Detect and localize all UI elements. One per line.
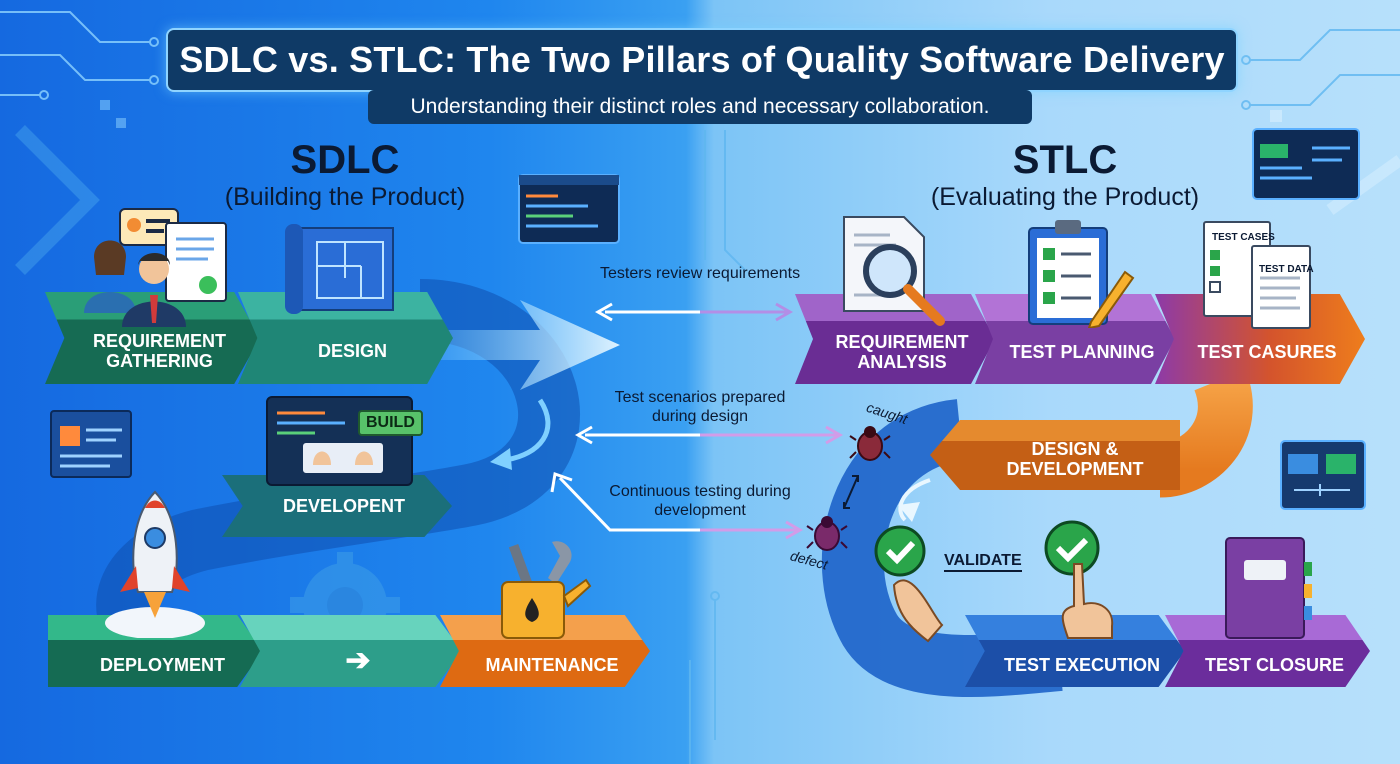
sdlc-heading: SDLC (Building the Product) xyxy=(215,138,475,212)
stage-requirement-gathering: REQUIREMENT GATHERING xyxy=(45,292,260,384)
stage-label: DEPLOYMENT xyxy=(99,655,225,675)
magnifier-document-icon xyxy=(843,216,945,326)
stage-label: DESIGN xyxy=(317,341,387,361)
stage-label: MAINTENANCE xyxy=(485,655,619,675)
connection-arrows xyxy=(550,302,844,540)
browser-window-icon xyxy=(50,410,132,478)
connection-label-continuous: Continuous testing during development xyxy=(609,483,791,519)
test-cases-label: TEST CASES xyxy=(1212,232,1275,243)
stage-label: TEST EXECUTION xyxy=(1003,655,1160,675)
finger-checkmark-icon xyxy=(1044,520,1114,639)
build-badge: BUILD xyxy=(358,410,423,436)
rocket-icon xyxy=(105,490,205,638)
stage-test-planning: TEST PLANNING xyxy=(975,294,1175,384)
stage-maintenance: MAINTENANCE xyxy=(440,615,650,687)
oil-can-tools-icon xyxy=(501,541,592,639)
code-window-icon xyxy=(518,174,620,244)
stage-label: REQUIREMENT ANALYSIS xyxy=(835,332,969,372)
right-arrow-icon: ➔ xyxy=(345,644,371,677)
stage-label: DESIGN & DEVELOPMENT xyxy=(1006,439,1144,479)
stage-label: TEST CLOSURE xyxy=(1204,655,1344,675)
stlc-subtitle: (Evaluating the Product) xyxy=(930,183,1200,211)
closure-book-icon xyxy=(1225,537,1312,639)
stlc-title: STLC xyxy=(1012,138,1118,182)
page-title: SDLC vs. STLC: The Two Pillars of Qualit… xyxy=(179,39,1225,80)
stage-label: TEST PLANNING xyxy=(1009,342,1155,362)
sdlc-subtitle: (Building the Product) xyxy=(224,183,466,211)
stlc-heading: STLC (Evaluating the Product) xyxy=(930,138,1200,212)
stage-label: TEST CASURES xyxy=(1197,342,1337,362)
stage-deployment: DEPLOYMENT xyxy=(48,615,263,687)
test-data-label: TEST DATA xyxy=(1259,264,1314,275)
subtitle-banner: Understanding their distinct roles and n… xyxy=(368,90,1032,124)
stage-transition-arrow: ➔ xyxy=(240,615,462,687)
page-subtitle: Understanding their distinct roles and n… xyxy=(410,95,990,118)
dashboard-window-icon xyxy=(1252,128,1360,200)
blueprint-icon xyxy=(285,224,394,314)
clipboard-checklist-icon xyxy=(1028,220,1135,328)
flowchart-window-icon xyxy=(1280,440,1366,510)
sdlc-title: SDLC xyxy=(290,138,400,182)
circuit-lines-left xyxy=(0,11,159,100)
sdlc-big-arrow xyxy=(440,300,620,390)
defect-bug-icon xyxy=(806,516,848,551)
test-documents-icon xyxy=(1203,221,1311,329)
stage-label: REQUIREMENT GATHERING xyxy=(92,331,226,371)
connection-label-scenarios: Test scenarios prepared during design xyxy=(614,389,786,425)
circuit-lines-right xyxy=(689,29,1400,764)
bug-icon xyxy=(849,426,891,461)
validate-label: VALIDATE xyxy=(944,552,1022,572)
title-banner: SDLC vs. STLC: The Two Pillars of Qualit… xyxy=(166,28,1238,92)
stage-label: DEVELOPENT xyxy=(282,496,406,516)
connection-label-review: Testers review requirements xyxy=(600,265,801,282)
stage-design-development: DESIGN & DEVELOPMENT xyxy=(930,420,1180,490)
double-arrow-icon xyxy=(843,475,859,509)
validate-checkmark-hand-icon xyxy=(874,525,944,643)
team-icon xyxy=(84,208,227,327)
